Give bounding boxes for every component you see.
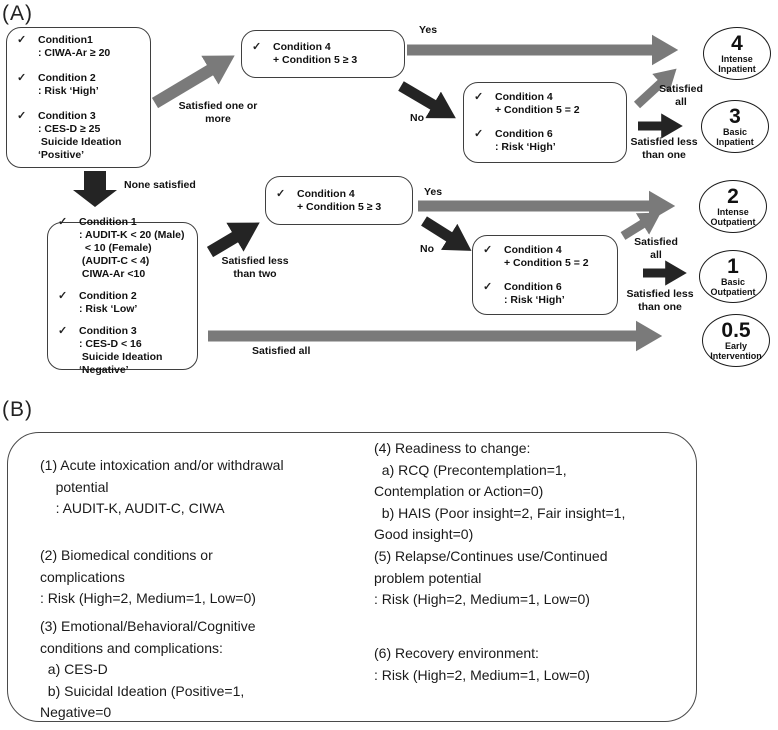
circle-label: Early Intervention: [710, 340, 762, 361]
panel-b-label: (B): [2, 398, 33, 421]
condition-box-4-5-top: ✓ Condition 4+ Condition 5 ≥ 3: [241, 30, 405, 78]
level-circle-3-basic-inpatient: 3 Basic Inpatient: [701, 100, 769, 153]
condition-box-4-6-top: ✓ Condition 4+ Condition 5 = 2 ✓ Conditi…: [463, 82, 627, 163]
check-icon: ✓: [474, 128, 484, 140]
condition-title: Condition1: [38, 33, 93, 46]
condition-detail: + Condition 5 ≥ 3: [273, 54, 358, 66]
level-circle-05-early-intervention: 0.5 Early Intervention: [702, 314, 770, 367]
condition-detail: + Condition 5 = 2: [504, 256, 589, 269]
legend-item-3-emotional: (3) Emotional/Behavioral/Cognitive condi…: [40, 618, 256, 720]
check-icon: ✓: [17, 109, 27, 122]
check-icon: ✓: [17, 33, 27, 46]
condition-box-4-5-mid: ✓ Condition 4+ Condition 5 ≥ 3: [265, 176, 413, 225]
condition-detail: : Risk ‘High’: [495, 141, 556, 153]
condition-title: Condition 3: [38, 109, 96, 122]
check-icon: ✓: [58, 215, 68, 228]
check-icon: ✓: [483, 243, 493, 256]
condition-box-inpatient-criteria: ✓ Condition1: CIWA-Ar ≥ 20 ✓ Condition 2…: [6, 27, 151, 168]
condition-detail: : Risk ‘Low’: [79, 302, 138, 315]
condition-item: ✓ Condition 3: CES-D < 16 Suicide Ideati…: [58, 325, 191, 377]
check-icon: ✓: [58, 324, 68, 337]
label-satisfied-less-one-top: Satisfied less than one: [630, 136, 698, 161]
arrow-satisfied-one-or-more: [151, 55, 235, 109]
condition-detail: : Risk ‘High’: [504, 293, 565, 306]
condition-title: Condition 6: [495, 128, 553, 140]
check-icon: ✓: [252, 41, 262, 53]
condition-item: ✓ Condition 2: Risk ‘High’: [17, 72, 144, 98]
check-icon: ✓: [276, 187, 286, 200]
condition-title: Condition 1: [79, 215, 137, 228]
arrows-layer: [73, 34, 687, 352]
condition-item: ✓ Condition 4+ Condition 5 = 2: [474, 91, 620, 117]
condition-item: ✓ Condition 4+ Condition 5 ≥ 3: [276, 188, 406, 214]
condition-title: Condition 6: [504, 280, 562, 293]
arrow-satisfied-less-two: [206, 222, 260, 258]
circle-number: 4: [731, 31, 743, 55]
circle-number: 2: [727, 184, 739, 208]
circle-label: Basic Outpatient: [710, 276, 756, 297]
condition-title: Condition 2: [38, 71, 96, 84]
circle-number: 3: [729, 104, 741, 128]
label-satisfied-all-bottom: Satisfied all: [252, 345, 311, 357]
arrow-satisfied-all-top: [633, 68, 677, 109]
arrow-no-mid: [421, 216, 472, 251]
condition-detail: + Condition 5 ≥ 3: [297, 200, 382, 213]
legend-box: [7, 432, 697, 722]
label-satisfied-all-mid: Satisfied all: [634, 236, 678, 261]
condition-box-4-6-mid: ✓ Condition 4+ Condition 5 = 2 ✓ Conditi…: [472, 235, 618, 315]
check-icon: ✓: [483, 280, 493, 293]
condition-detail: : AUDIT-K < 20 (Male) < 10 (Female) (AUD…: [79, 228, 185, 280]
condition-title: Condition 3: [79, 324, 137, 337]
panel-a-label: (A): [2, 2, 33, 25]
level-circle-1-basic-outpatient: 1 Basic Outpatient: [699, 250, 767, 303]
level-circle-4-intense-inpatient: 4 Intense Inpatient: [703, 27, 771, 80]
condition-item: ✓ Condition1: CIWA-Ar ≥ 20: [17, 34, 144, 60]
check-icon: ✓: [58, 289, 68, 302]
legend-item-6-recovery: (6) Recovery environment: : Risk (High=2…: [374, 645, 590, 683]
condition-detail: : CIWA-Ar ≥ 20: [38, 46, 111, 59]
condition-item: ✓ Condition 6: Risk ‘High’: [474, 128, 620, 154]
condition-box-outpatient-criteria: ✓ Condition 1: AUDIT-K < 20 (Male) < 10 …: [47, 216, 198, 376]
condition-item: ✓ Condition 3: CES-D ≥ 25 Suicide Ideati…: [17, 110, 144, 162]
label-yes-top: Yes: [419, 24, 438, 36]
condition-item: ✓ Condition 1: AUDIT-K < 20 (Male) < 10 …: [58, 216, 191, 281]
condition-item: ✓ Condition 4+ Condition 5 ≥ 3: [252, 41, 398, 67]
condition-item: ✓ Condition 4+ Condition 5 = 2: [483, 244, 611, 270]
arrow-satisfied-all-mid: [620, 212, 661, 240]
condition-title: Condition 2: [79, 289, 137, 302]
label-satisfied-less-two: Satisfied less than two: [221, 255, 289, 280]
condition-title: Condition 4: [495, 91, 553, 103]
check-icon: ✓: [17, 71, 27, 84]
condition-title: Condition 4: [273, 41, 331, 53]
arrow-none-satisfied: [73, 171, 117, 207]
arrow-no-top: [398, 81, 456, 119]
condition-item: ✓ Condition 6: Risk ‘High’: [483, 281, 611, 307]
legend-item-2-biomedical: (2) Biomedical conditions or complicatio…: [40, 547, 256, 606]
condition-title: Condition 4: [504, 243, 562, 256]
circle-label: Intense Inpatient: [718, 53, 756, 74]
label-none-satisfied: None satisfied: [124, 179, 196, 191]
label-no-top: No: [410, 112, 424, 124]
label-yes-mid: Yes: [424, 186, 443, 198]
legend-item-1-acute-intoxication: (1) Acute intoxication and/or withdrawal…: [40, 457, 284, 516]
condition-item: ✓ Condition 2: Risk ‘Low’: [58, 290, 191, 316]
condition-detail: : CES-D < 16 Suicide Ideation ‘Negative’: [79, 337, 163, 376]
condition-detail: + Condition 5 = 2: [495, 104, 580, 116]
label-satisfied-less-one-mid: Satisfied less than one: [626, 288, 694, 313]
legend-item-5-relapse: (5) Relapse/Continues use/Continued prob…: [374, 548, 608, 607]
condition-detail: : Risk ‘High’: [38, 84, 99, 97]
circle-number: 0.5: [721, 318, 751, 342]
label-no-mid: No: [420, 243, 434, 255]
circle-number: 1: [727, 254, 739, 278]
level-circle-2-intense-outpatient: 2 Intense Outpatient: [699, 180, 767, 233]
circle-label: Basic Inpatient: [716, 126, 754, 147]
legend-item-4-readiness: (4) Readiness to change: a) RCQ (Precont…: [374, 440, 626, 542]
circle-label: Intense Outpatient: [710, 206, 756, 227]
check-icon: ✓: [474, 91, 484, 103]
label-satisfied-one-or-more: Satisfied one or more: [178, 100, 258, 125]
condition-title: Condition 4: [297, 187, 355, 200]
label-satisfied-all-top: Satisfied all: [659, 83, 703, 108]
condition-detail: : CES-D ≥ 25 Suicide Ideation ‘Positive’: [38, 122, 122, 161]
